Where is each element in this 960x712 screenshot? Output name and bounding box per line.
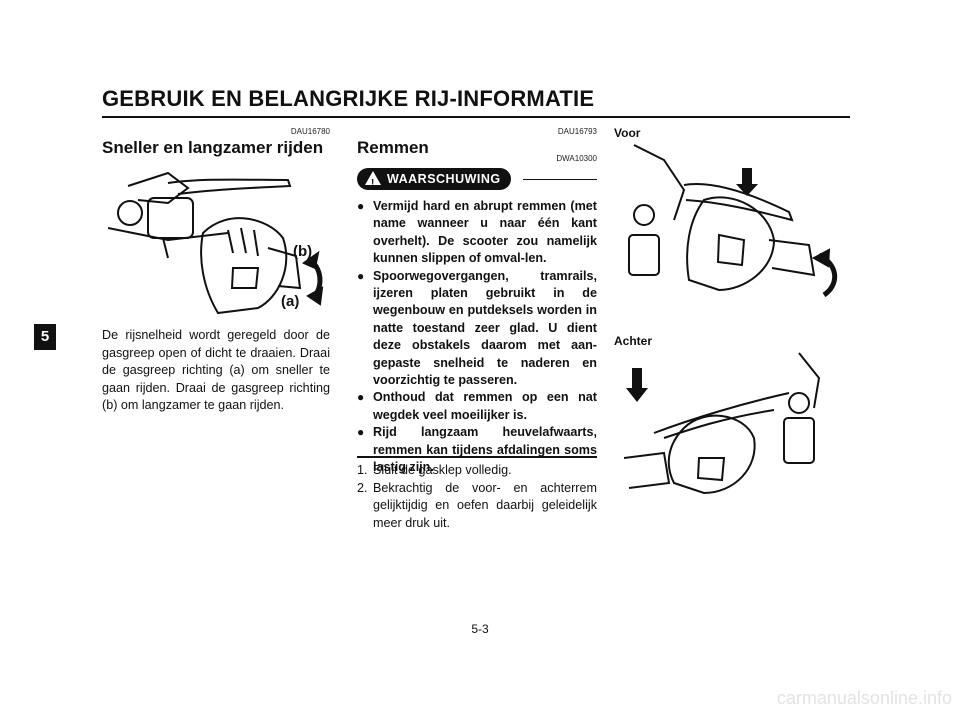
warning-list: Vermijd hard en abrupt remmen (met name … [357,198,597,477]
warning-end-rule [357,456,597,458]
section-tab: 5 [34,324,56,350]
warning-label: WAARSCHUWING [387,172,501,186]
step-text: Sluit de gasklep volledig. [373,463,512,477]
throttle-illustration: (b) (a) [108,171,324,315]
warning-code: DWA10300 [556,154,597,163]
throttle-paragraph: De rijsnelheid wordt geregeld door de ga… [102,328,330,413]
warning-triangle-icon [365,171,381,195]
label-a: (a) [281,293,299,310]
warning-badge: WAARSCHUWING [357,168,511,195]
warning-item: Spoorwegovergangen, tramrails, ijzeren p… [357,268,597,390]
heading-brakes: Remmen [357,138,429,157]
warning-item: Vermijd hard en abrupt remmen (met name … [357,198,597,268]
page-header-title: GEBRUIK EN BELANGRIJKE RIJ-INFORMATIE [102,86,595,111]
section-code-throttle: DAU16780 [290,127,330,136]
warning-item: Rijd langzaam heuvelafwaarts, remmen kan… [357,424,597,476]
step-number: 1. [357,463,368,477]
warning-line [523,179,597,180]
front-brake-illustration [628,144,838,298]
label-b: (b) [293,243,312,260]
section-code-brakes: DAU16793 [557,127,597,136]
warning-box: WAARSCHUWING Vermijd hard en abrupt remm… [357,168,597,477]
page-number: 5-3 [471,622,489,636]
watermark: carmanualsonline.info [776,688,952,708]
heading-throttle: Sneller en langzamer rijden [102,138,324,157]
label-rear-brake: Achter [614,334,653,348]
rear-brake-illustration [624,352,821,495]
header-rule [102,116,850,118]
step-item: 1. Sluit de gasklep volledig. [357,462,597,480]
step-item: 2. Bekrachtig de voor- en achterrem gelij… [357,480,597,533]
steps-list: 1. Sluit de gasklep volledig. 2. Bekrachti… [357,462,597,532]
step-text: Bekrachtig de voor- en achterrem gelijkt… [373,480,597,530]
warning-item: Onthoud dat remmen op een nat wegdek vee… [357,389,597,424]
label-front-brake: Voor [614,126,641,140]
step-number: 2. [357,480,368,495]
